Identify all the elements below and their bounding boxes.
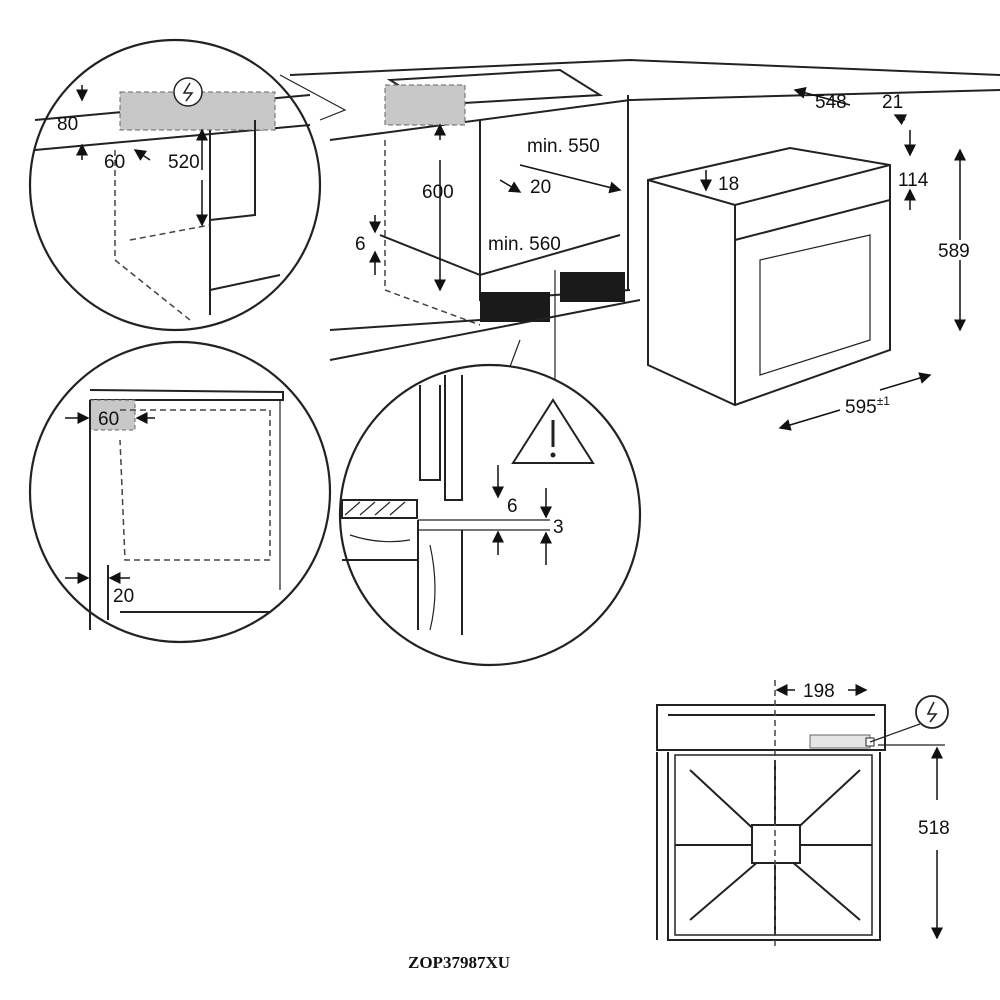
dim-cabinet-height: 600 — [422, 182, 454, 203]
dim-gap-depth: 60 — [104, 152, 125, 173]
dim-gap-upper: 6 — [507, 496, 518, 517]
dim-oven-height: 589 — [938, 241, 970, 262]
electric-hazard-icon — [173, 77, 203, 107]
detail-plinth-circle: 6 3 — [338, 270, 642, 667]
plinth-right — [560, 272, 625, 302]
electric-hazard-icon-rear — [915, 695, 949, 729]
dim-oven-width-tolerance: ±1 — [877, 394, 891, 408]
dim-vent-depth: 60 — [98, 409, 119, 430]
dim-cabinet-width-min: min. 560 — [488, 234, 561, 255]
dim-panel-top: 18 — [718, 174, 739, 195]
dim-socket-height: 520 — [168, 152, 200, 173]
cabinet-drawing: 600 min. 550 20 6 min. 560 — [289, 58, 1000, 361]
dim-oven-depth: 548 — [815, 92, 847, 113]
detail-socket-circle: 80 60 520 — [28, 38, 347, 332]
dim-panel-height: 114 — [898, 170, 929, 191]
dim-oven-width: 595±1 — [845, 394, 890, 418]
dim-bottom-gap: 20 — [113, 586, 134, 607]
dim-front-thickness: 21 — [882, 92, 903, 113]
dim-cabinet-depth-min: min. 550 — [527, 136, 600, 157]
dim-plinth: 6 — [355, 234, 366, 255]
plinth-left — [480, 292, 550, 322]
socket-zone — [384, 84, 466, 126]
model-label: ZOP37987XU — [408, 953, 510, 972]
dim-oven-width-value: 595 — [845, 397, 877, 418]
dim-gap-top: 80 — [57, 114, 78, 135]
rear-view: 198 518 — [656, 680, 950, 950]
oven-drawing: 548 21 18 114 589 595±1 — [647, 86, 970, 431]
dim-rear-gap: 20 — [530, 177, 551, 198]
dim-cable-offset: 198 — [803, 681, 835, 702]
dim-gap-lower: 3 — [553, 517, 564, 538]
detail-vent-circle: 60 20 — [28, 340, 332, 644]
dim-cable-height: 518 — [918, 818, 950, 839]
